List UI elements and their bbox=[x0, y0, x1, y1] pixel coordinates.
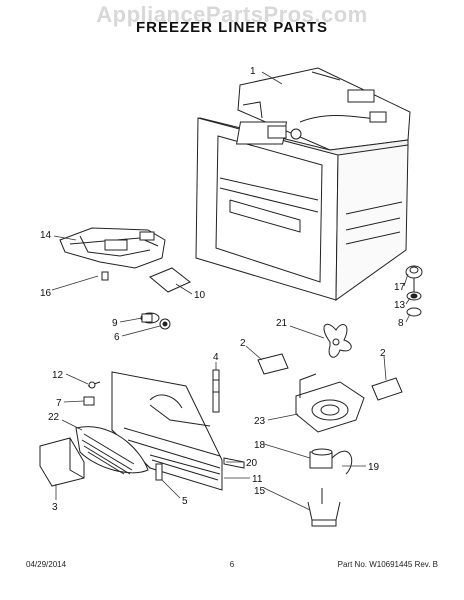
callout-21: 21 bbox=[276, 318, 288, 329]
fan-housing-part bbox=[295, 373, 365, 433]
small-clip-part bbox=[155, 463, 163, 481]
callout-11: 11 bbox=[252, 474, 263, 485]
footer-date: 04/29/2014 bbox=[26, 560, 67, 569]
gasket-right-part bbox=[371, 377, 403, 401]
freezer-liner-part bbox=[195, 67, 411, 301]
callout-13: 13 bbox=[394, 300, 406, 311]
cover-part bbox=[39, 437, 85, 487]
callout-20: 20 bbox=[246, 458, 258, 469]
callout-10: 10 bbox=[194, 290, 206, 301]
vent-grille-part bbox=[75, 426, 149, 475]
callout-16: 16 bbox=[40, 288, 52, 299]
callout-18: 18 bbox=[254, 440, 266, 451]
watermark-text: AppliancePartsPros.com bbox=[96, 2, 368, 27]
callout-3: 3 bbox=[52, 502, 58, 513]
leader-lines bbox=[51, 71, 411, 511]
fitting-parts bbox=[140, 312, 171, 330]
page-title: FREEZER LINER PARTS bbox=[135, 19, 329, 36]
callout-15: 15 bbox=[254, 486, 266, 497]
callout-9: 9 bbox=[112, 318, 118, 329]
callout-23: 23 bbox=[254, 416, 266, 427]
fan-blade-part bbox=[323, 323, 352, 358]
callout-4: 4 bbox=[213, 352, 219, 363]
footer-page-number: 6 bbox=[229, 560, 235, 569]
gasket-left-part bbox=[257, 353, 289, 375]
sensor-probe-part bbox=[212, 369, 220, 413]
callout-7: 7 bbox=[56, 398, 62, 409]
callout-6: 6 bbox=[114, 332, 120, 343]
callout-labels: 1 14 16 10 9 6 17 13 8 21 2 2 4 12 7 22 … bbox=[40, 66, 406, 513]
screw-and-clip-parts bbox=[83, 381, 101, 406]
callout-22: 22 bbox=[48, 412, 60, 423]
callout-5: 5 bbox=[182, 496, 188, 507]
fan-motor-part bbox=[309, 448, 353, 475]
callout-2-left: 2 bbox=[240, 338, 246, 349]
foam-pad-part bbox=[149, 267, 191, 293]
callout-19: 19 bbox=[368, 462, 380, 473]
callout-2-right: 2 bbox=[380, 348, 386, 359]
air-duct-bracket-part bbox=[59, 227, 166, 281]
callout-8: 8 bbox=[398, 318, 404, 329]
callout-14: 14 bbox=[40, 230, 52, 241]
callout-1: 1 bbox=[250, 66, 256, 77]
footer-part-info: Part No. W10691445 Rev. B bbox=[337, 560, 438, 569]
rear-duct-panel-part bbox=[111, 371, 245, 491]
motor-bracket-part bbox=[307, 488, 341, 527]
damper-stack-parts bbox=[405, 265, 423, 317]
callout-12: 12 bbox=[52, 370, 64, 381]
callout-17: 17 bbox=[394, 282, 406, 293]
